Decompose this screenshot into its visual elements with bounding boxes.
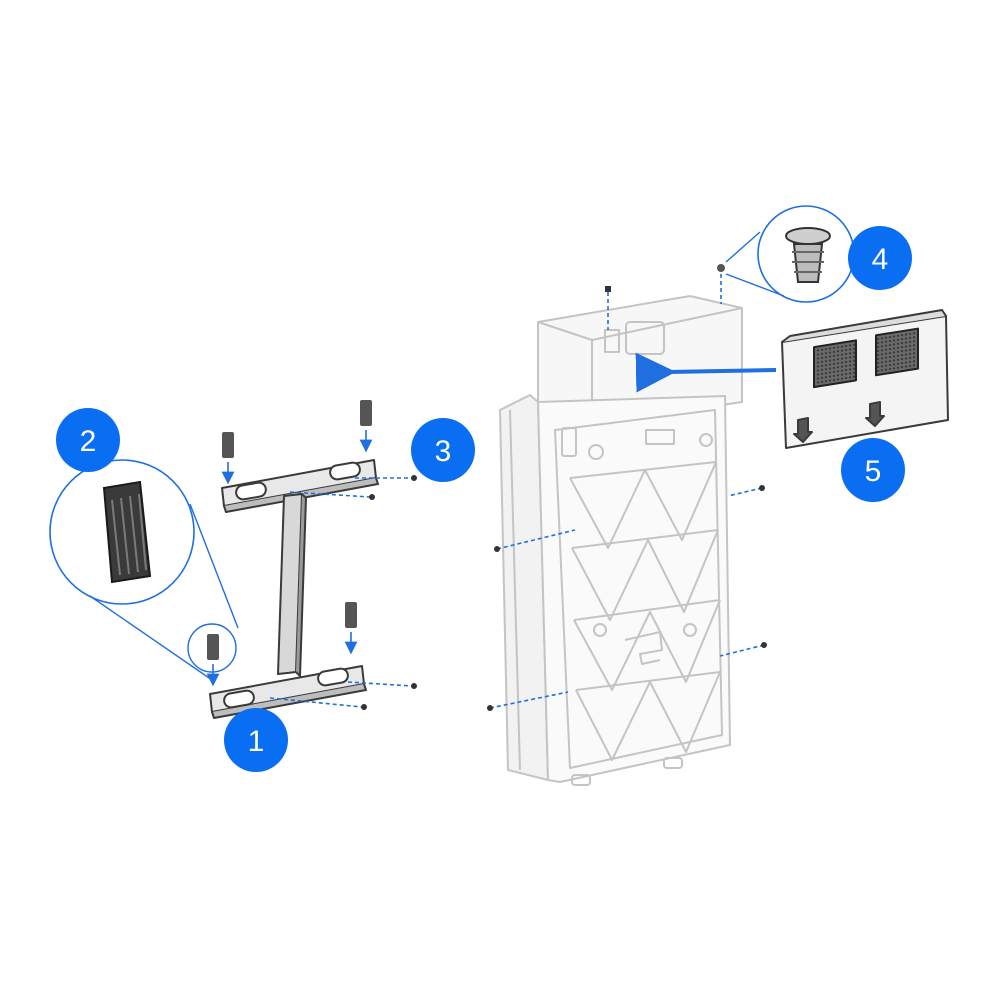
rubber-pad-icon — [345, 602, 357, 628]
rubber-pad-detail — [49, 459, 239, 681]
callout-label: 1 — [248, 725, 265, 758]
rubber-pads — [206, 400, 373, 687]
screw-icon — [494, 546, 500, 552]
screw-icon — [411, 683, 417, 689]
callout-badge-3: 3 — [411, 418, 475, 482]
rear-cover-plate — [781, 309, 949, 449]
callout-badge-2: 2 — [56, 408, 120, 472]
rubber-pad-large-icon — [102, 480, 152, 584]
callout-badge-1: 1 — [224, 708, 288, 772]
screw-icon — [487, 705, 493, 711]
screw-icon — [411, 475, 417, 481]
callout-label: 2 — [80, 425, 97, 458]
callout-label: 4 — [872, 243, 889, 276]
screw-icon — [759, 485, 765, 491]
cover-direction-arrow — [635, 352, 777, 393]
screw-icon — [361, 704, 367, 710]
callout-label: 3 — [435, 435, 452, 468]
rubber-pad-icon — [222, 432, 234, 458]
mounting-bracket — [209, 459, 379, 719]
screw-icon — [761, 642, 767, 648]
callout-badge-4: 4 — [848, 226, 912, 290]
housing-screws — [487, 264, 767, 711]
screw-icon — [605, 286, 611, 292]
push-pin-large-icon — [785, 227, 831, 283]
screw-icon — [369, 494, 375, 500]
rubber-pad-icon — [360, 400, 372, 426]
main-housing — [499, 295, 743, 786]
bracket-screws — [269, 475, 417, 710]
push-pin-detail — [725, 205, 855, 303]
callout-badge-5: 5 — [841, 438, 905, 502]
rubber-pad-icon — [207, 634, 219, 660]
push-pin-icon — [717, 264, 725, 272]
callout-label: 5 — [865, 455, 882, 488]
